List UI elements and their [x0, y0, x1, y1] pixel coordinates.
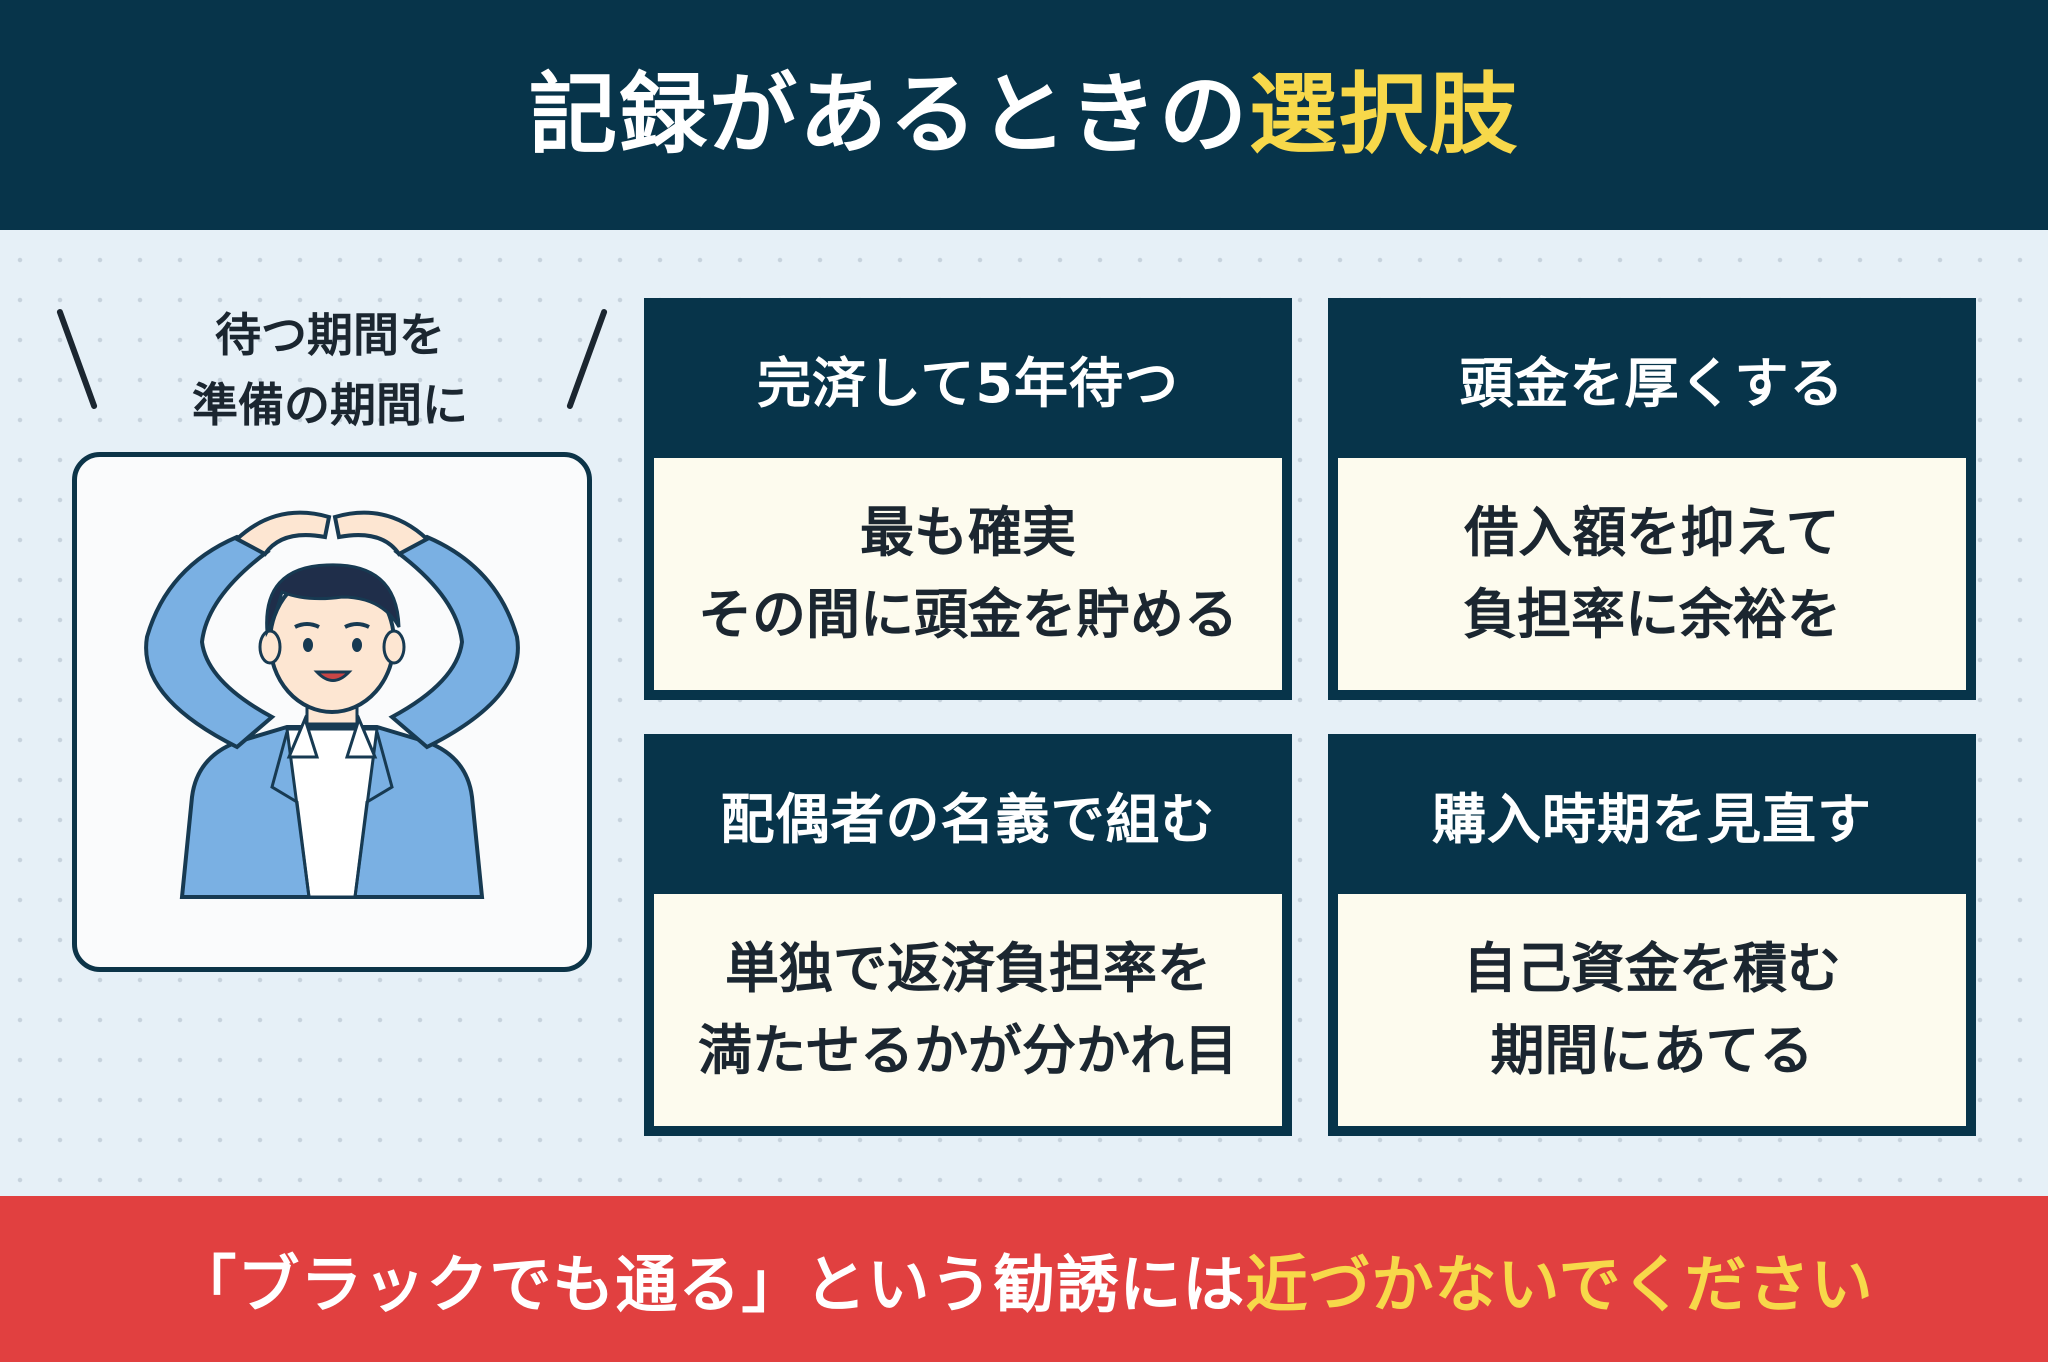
card-body: 自己資金を積む 期間にあてる [1338, 894, 1966, 1126]
card-title: 頭金を厚くする [1459, 351, 1845, 415]
caption-line-2: 準備の期間に [192, 378, 468, 432]
title-highlight-text: 選択肢 [1249, 63, 1520, 166]
warning-banner: 「ブラックでも通る」という勧誘には近づかないでください [0, 1196, 2048, 1362]
card-title: 完済して5年待つ [757, 351, 1179, 415]
option-card-spouse: 配偶者の名義で組む 単独で返済負担率を 満たせるかが分かれ目 [644, 734, 1292, 1136]
warning-text-main: 「ブラックでも通る」という勧誘には [174, 1248, 1246, 1321]
option-card-down-payment: 頭金を厚くする 借入額を抑えて 負担率に余裕を [1328, 298, 1976, 700]
card-line-1: 借入額を抑えて [1464, 501, 1840, 564]
card-body: 最も確実 その間に頭金を貯める [654, 458, 1282, 690]
card-body: 借入額を抑えて 負担率に余裕を [1338, 458, 1966, 690]
warning-text: 「ブラックでも通る」という勧誘には近づかないでください [174, 1234, 1873, 1324]
card-title: 配偶者の名義で組む [720, 787, 1216, 851]
card-line-2: その間に頭金を貯める [698, 583, 1238, 646]
left-slash-decoration [56, 308, 98, 410]
option-card-wait: 完済して5年待つ 最も確実 その間に頭金を貯める [644, 298, 1292, 700]
header-banner: 記録があるときの選択肢 [0, 0, 2048, 230]
card-line-2: 期間にあてる [1490, 1019, 1814, 1082]
page-title: 記録があるときの選択肢 [529, 71, 1519, 159]
card-line-2: 満たせるかが分かれ目 [698, 1019, 1238, 1082]
caption-line-1: 待つ期間を [215, 308, 445, 362]
left-caption: 待つ期間を 準備の期間に [150, 300, 510, 440]
businessman-illustration [144, 510, 520, 899]
option-card-timing: 購入時期を見直す 自己資金を積む 期間にあてる [1328, 734, 1976, 1136]
illustration-box [72, 452, 592, 972]
card-line-2: 負担率に余裕を [1463, 583, 1841, 646]
warning-text-highlight: 近づかないでください [1245, 1248, 1874, 1321]
card-line-1: 単独で返済負担率を [725, 937, 1211, 1000]
card-body: 単独で返済負担率を 満たせるかが分かれ目 [654, 894, 1282, 1126]
card-line-1: 最も確実 [860, 501, 1076, 564]
title-main-text: 記録があるときの [528, 63, 1249, 166]
card-title: 購入時期を見直す [1432, 787, 1872, 851]
right-slash-decoration [566, 308, 608, 410]
card-line-1: 自己資金を積む [1463, 937, 1841, 1000]
